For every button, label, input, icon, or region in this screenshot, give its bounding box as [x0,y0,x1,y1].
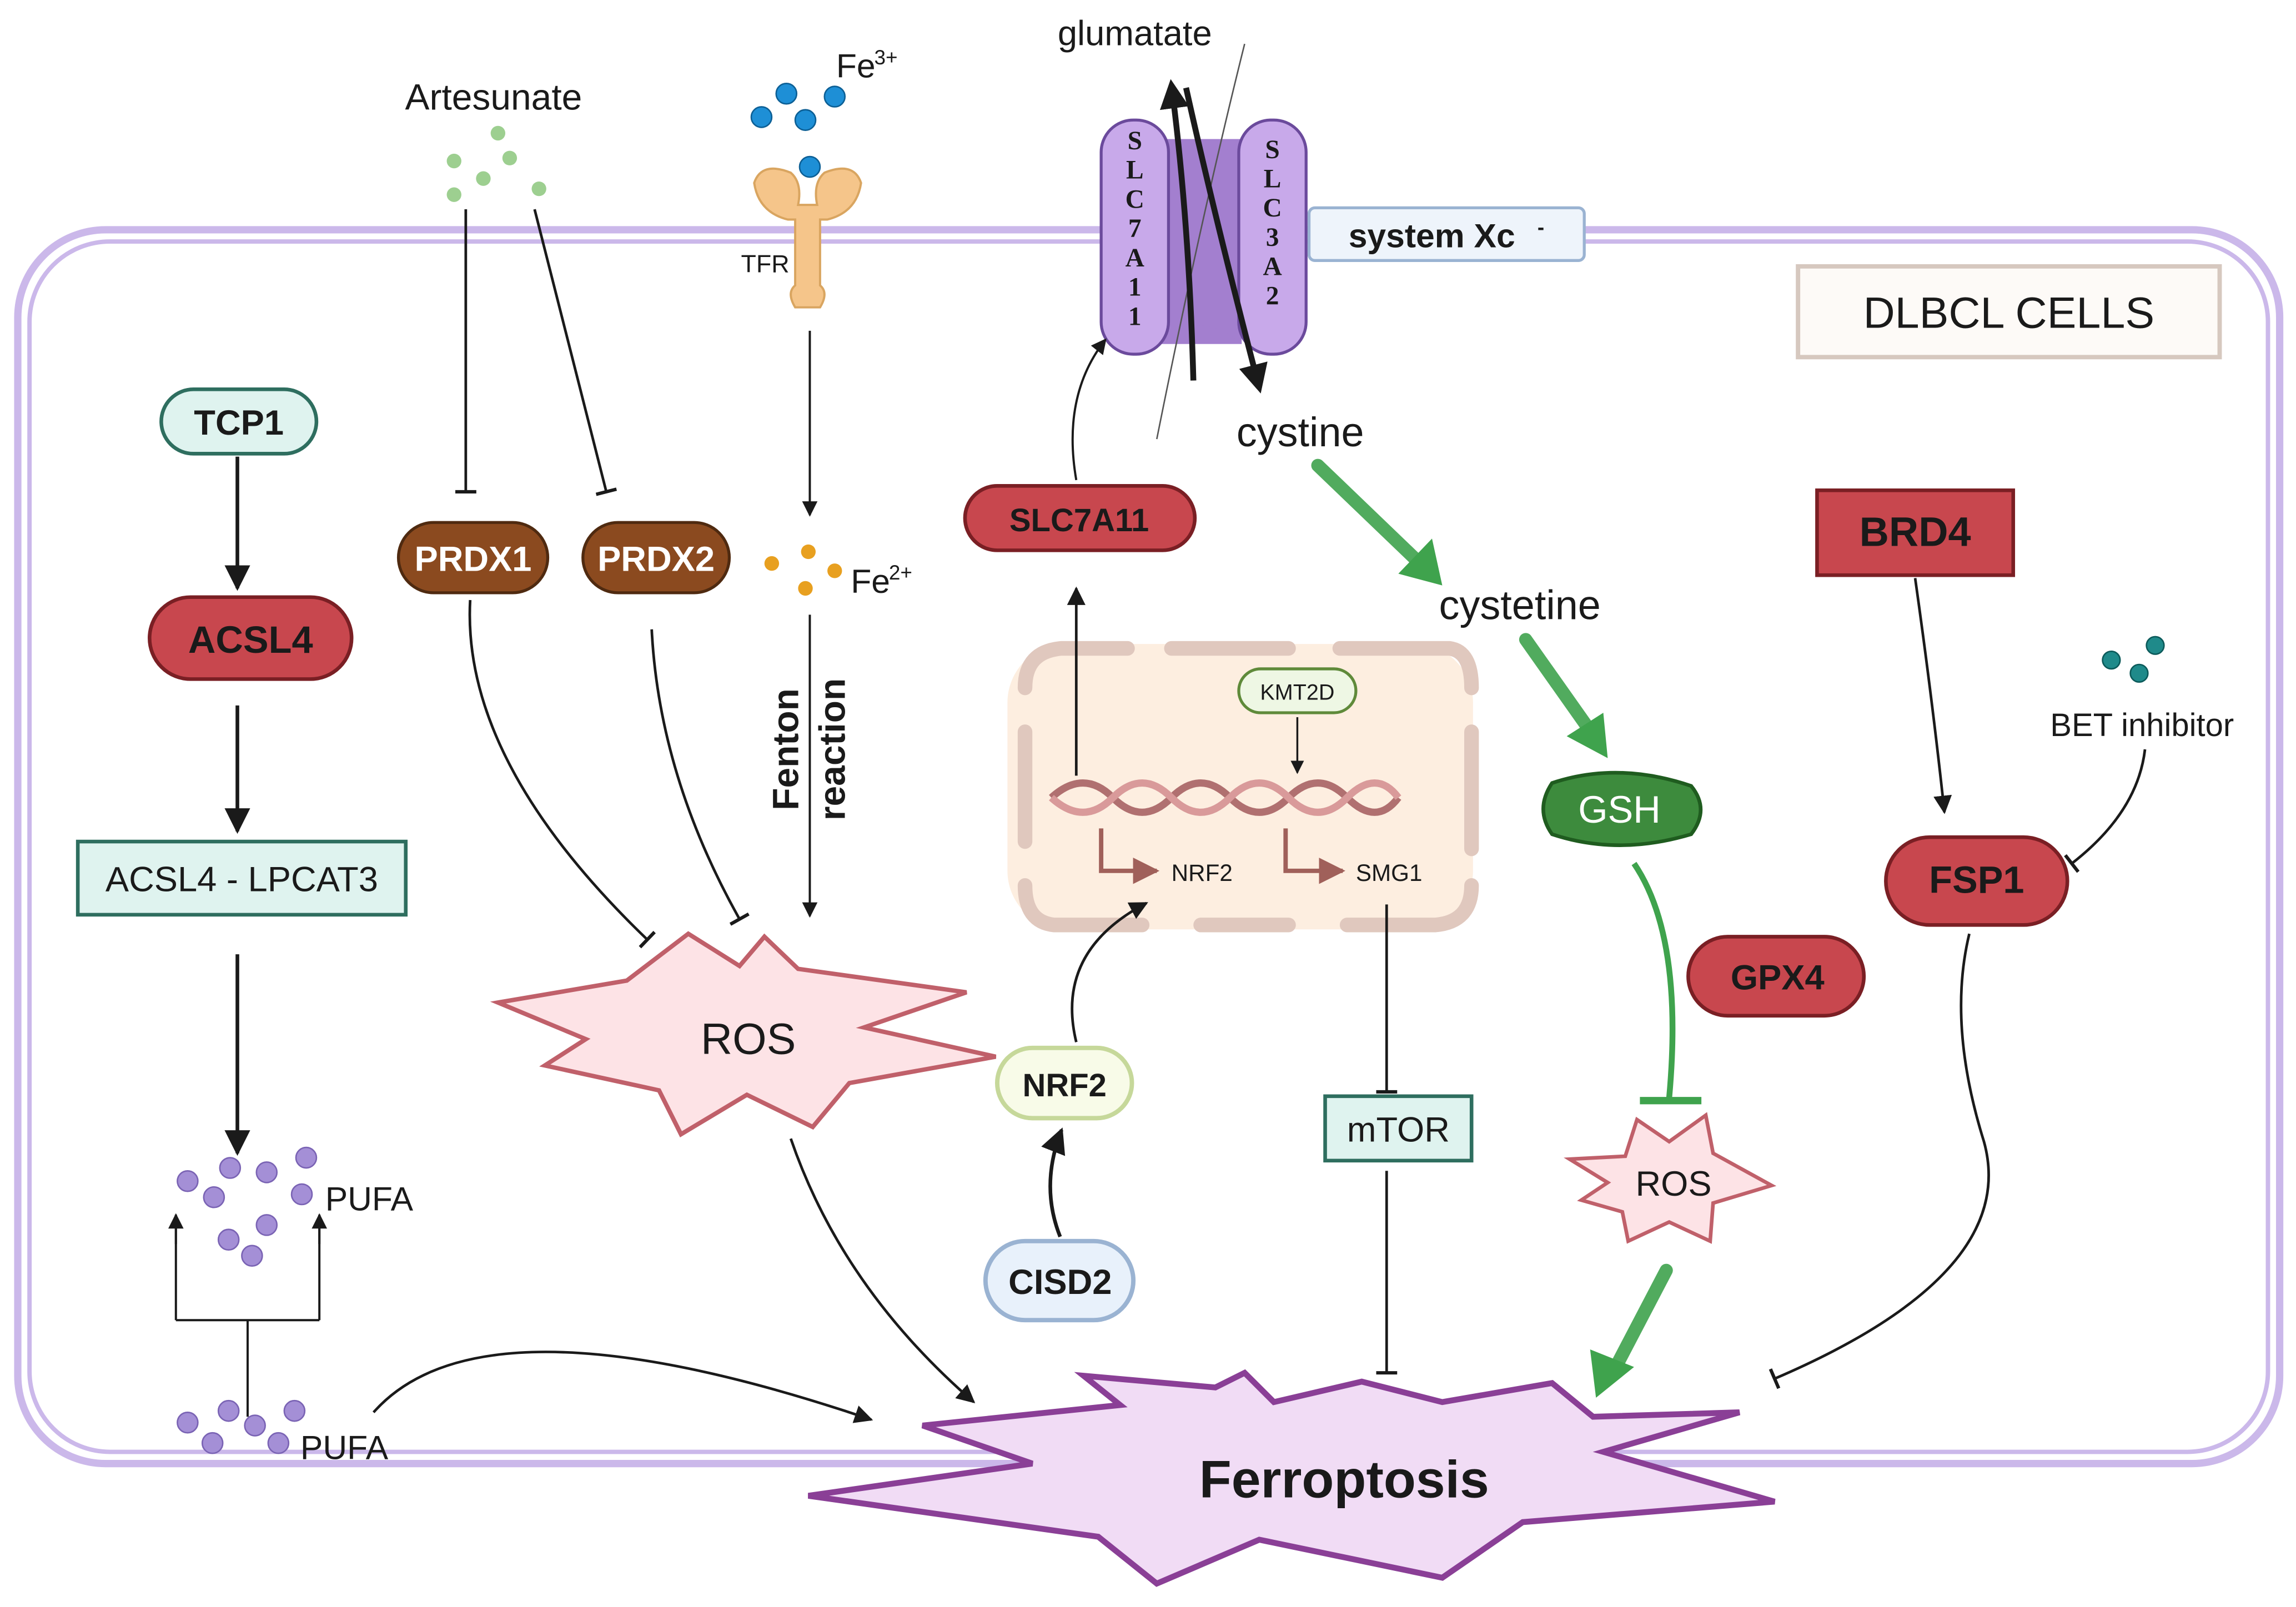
cysteine-label: cystetine [1439,582,1601,628]
brd4-node: BRD4 [1815,488,2016,577]
acsl4-label: ACSL4 [188,618,313,661]
ros-main-label: ROS [701,1014,796,1063]
nrf2-gene-label: NRF2 [1172,860,1233,886]
glutamate-label: glumatate [1058,14,1212,53]
svg-text:S: S [1265,135,1279,164]
svg-text:C: C [1263,194,1282,223]
svg-text:C: C [1126,185,1144,214]
cisd2-label: CISD2 [1008,1263,1112,1302]
ros-small-burst: ROS [1564,1112,1777,1244]
cell-type-label-text: DLBCL CELLS [1863,288,2155,337]
artesunate-molecules-icon [446,125,546,202]
gsh-label: GSH [1578,788,1661,831]
fe3-ions-icon [750,82,846,178]
prdx2-label: PRDX2 [597,540,715,578]
fe3-charge: 3+ [874,46,897,69]
svg-text:A: A [1126,244,1144,273]
fsp1-label: FSP1 [1929,858,2024,901]
fe3-label: Fe [836,47,876,85]
cystine-label: cystine [1237,409,1364,455]
fe2-label: Fe [851,562,890,600]
pufa-lower-molecules-icon [177,1399,306,1454]
svg-text:L: L [1126,156,1144,185]
cell-type-label: DLBCL CELLS [1796,264,2222,360]
dna-helix-icon [1049,779,1401,816]
system-xc-label-text: system Xc [1349,217,1515,255]
prdx1-label: PRDX1 [415,540,532,578]
pufa-upper-molecules-icon [177,1146,318,1267]
svg-text:1: 1 [1128,273,1142,302]
fe2-ions-icon [764,544,842,596]
artesunate-label: Artesunate [405,77,582,118]
svg-text:3: 3 [1266,223,1279,252]
slc7a11-label: SLC7A11 [1009,502,1149,538]
ros-small-label: ROS [1635,1165,1711,1203]
nrf2-node: NRF2 [994,1045,1134,1121]
mtor-node: mTOR [1323,1094,1474,1163]
svg-text:L: L [1264,164,1282,193]
system-xc-superscript: - [1538,216,1544,239]
cisd2-node: CISD2 [983,1238,1136,1323]
fenton-label-line2: reaction [812,678,853,820]
ferroptosis-burst: Ferroptosis [808,1369,1776,1587]
svg-text:S: S [1128,127,1142,155]
acsl4-lpcat3-node: ACSL4 - LPCAT3 [76,839,408,917]
system-xc-label: system Xc - [1307,206,1586,262]
pufa-upper-label: PUFA [325,1180,414,1217]
ferroptosis-label: Ferroptosis [1199,1450,1489,1509]
prdx2-node: PRDX2 [581,521,731,595]
kmt2d-label: KMT2D [1260,680,1334,704]
bet-inhibitor-label: BET inhibitor [2050,707,2234,743]
svg-text:7: 7 [1128,214,1142,243]
system-xc-transporter: S L C 7 A 1 1 S L C 3 A 2 [1099,43,1308,440]
kmt2d-node: KMT2D [1237,667,1358,714]
tcp1-node: TCP1 [159,387,319,456]
gpx4-label: GPX4 [1731,958,1825,997]
fe2-charge: 2+ [889,561,912,584]
fsp1-node: FSP1 [1884,835,2069,927]
slc7a11-node: SLC7A11 [963,484,1197,552]
mtor-label: mTOR [1347,1111,1450,1150]
transferrin-receptor-icon [753,167,862,309]
prdx1-node: PRDX1 [396,521,550,595]
smg1-gene-label: SMG1 [1356,860,1423,886]
acsl4-node: ACSL4 [148,595,354,681]
slc3a2-subunit-label: S L C 3 A 2 [1263,135,1282,311]
ros-main-burst: ROS [490,931,997,1137]
bet-inhibitor-molecules-icon [2102,636,2165,683]
nrf2-label: NRF2 [1022,1067,1106,1104]
svg-text:A: A [1263,253,1282,281]
svg-text:1: 1 [1128,302,1142,331]
tfr-label: TFR [741,250,790,278]
gpx4-node: GPX4 [1686,935,1866,1018]
acsl4-lpcat3-label: ACSL4 - LPCAT3 [105,860,378,899]
tcp1-label: TCP1 [194,404,284,442]
brd4-label: BRD4 [1860,508,1971,555]
fenton-label-line1: Fenton [765,688,806,810]
pufa-lower-label: PUFA [300,1429,389,1467]
slc7a11-subunit-label: S L C 7 A 1 1 [1126,127,1144,331]
gsh-node: GSH [1541,770,1702,847]
svg-text:2: 2 [1266,281,1279,310]
